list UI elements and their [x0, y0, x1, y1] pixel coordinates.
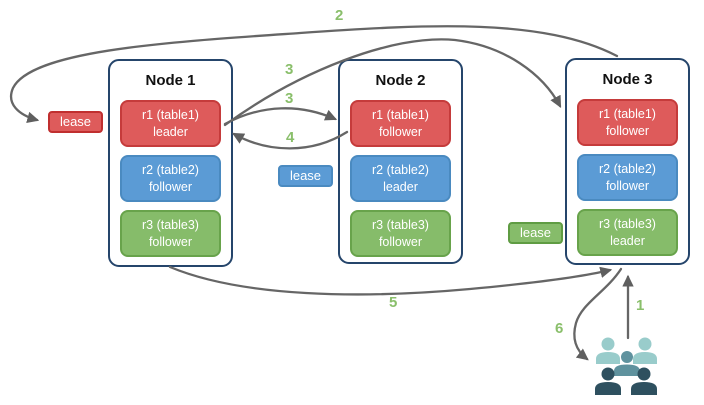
node-3-title: Node 3 [602, 71, 653, 88]
node-3-replica-r3: r3 (table3) leader [577, 209, 678, 256]
replica-range-label: r3 (table3) [142, 217, 199, 232]
step-number-3a: 3 [285, 61, 294, 78]
lease-badge-table2: lease [278, 165, 333, 187]
replica-role-label: follower [148, 179, 193, 194]
replica-role-label: follower [148, 234, 193, 249]
step-number-5: 5 [389, 294, 398, 311]
arrow-step-2 [10, 25, 619, 123]
replica-range-label: r1 (table1) [142, 107, 199, 122]
replica-role-label: follower [378, 234, 423, 249]
node-1-replica-r1: r1 (table1) leader [120, 100, 221, 147]
users-icon [595, 337, 657, 395]
replica-range-label: r2 (table2) [599, 161, 656, 176]
replica-range-label: r1 (table1) [599, 106, 656, 121]
node-2-box: Node 2 r1 (table1) follower r2 (table2) … [338, 59, 463, 264]
step-number-6: 6 [555, 320, 564, 337]
replica-role-label: follower [378, 124, 423, 139]
arrow-step-5 [168, 265, 613, 296]
node-1-replica-r2: r2 (table2) follower [120, 155, 221, 202]
step-number-1: 1 [636, 297, 645, 314]
replica-role-label: leader [383, 179, 418, 194]
step-number-2: 2 [335, 7, 344, 24]
replica-role-label: leader [610, 233, 645, 248]
step-number-3b: 3 [285, 90, 294, 107]
lease-badge-table1: lease [48, 111, 103, 133]
node-2-replica-r2: r2 (table2) leader [350, 155, 451, 202]
node-2-replica-r3: r3 (table3) follower [350, 210, 451, 257]
arrow-step-6 [573, 267, 623, 361]
replica-role-label: leader [153, 124, 188, 139]
node-3-replica-r2: r2 (table2) follower [577, 154, 678, 201]
step-number-4: 4 [286, 129, 295, 146]
replica-range-label: r3 (table3) [372, 217, 429, 232]
node-1-box: Node 1 r1 (table1) leader r2 (table2) fo… [108, 59, 233, 267]
replica-range-label: r1 (table1) [372, 107, 429, 122]
replica-range-label: r2 (table2) [142, 162, 199, 177]
arrow-step-3-to-node2 [223, 107, 338, 126]
lease-badge-table3: lease [508, 222, 563, 244]
node-2-replica-r1: r1 (table1) follower [350, 100, 451, 147]
replica-range-label: r2 (table2) [372, 162, 429, 177]
node-3-replica-r1: r1 (table1) follower [577, 99, 678, 146]
node-2-title: Node 2 [375, 72, 426, 89]
replica-role-label: follower [605, 123, 650, 138]
node-3-box: Node 3 r1 (table1) follower r2 (table2) … [565, 58, 690, 265]
replica-role-label: follower [605, 178, 650, 193]
node-1-replica-r3: r3 (table3) follower [120, 210, 221, 257]
node-1-title: Node 1 [145, 72, 196, 89]
replica-range-label: r3 (table3) [599, 216, 656, 231]
